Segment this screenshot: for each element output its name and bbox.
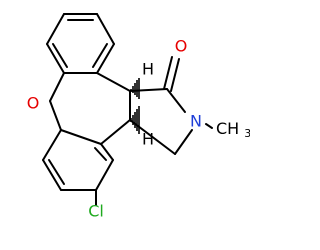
ring-nitrogen-label: N — [190, 112, 202, 131]
stereo-hash-bond-top — [130, 78, 140, 99]
methyl-main: CH — [216, 119, 239, 138]
bond — [49, 72, 65, 102]
bond — [166, 88, 186, 113]
methyl-label: CH 3 — [216, 119, 250, 140]
bond — [170, 58, 180, 92]
molecule-structure-diagram: O N CH 3 O Cl H H — [27, 13, 250, 221]
ether-oxygen-label: O — [27, 94, 40, 113]
methyl-subscript: 3 — [244, 127, 250, 140]
bond — [60, 129, 102, 145]
bond — [46, 43, 65, 74]
bond — [48, 159, 65, 185]
bond — [100, 119, 131, 145]
bond — [42, 159, 62, 191]
bond — [94, 147, 107, 161]
bond — [100, 143, 114, 161]
bond — [92, 43, 108, 68]
stereo-hash-bond-bottom — [130, 106, 140, 134]
carbonyl-oxygen-label: O — [175, 37, 188, 56]
bond — [163, 56, 173, 90]
stereo-h-top-label: H — [142, 60, 154, 79]
bond — [129, 88, 168, 92]
bond — [96, 43, 115, 74]
bond — [205, 123, 213, 129]
bond — [174, 129, 193, 155]
bond — [52, 43, 68, 68]
bond — [42, 129, 62, 161]
bond — [46, 13, 65, 45]
stereo-h-bottom-label: H — [142, 130, 154, 149]
bond — [96, 72, 131, 92]
bond — [49, 100, 62, 131]
bond — [96, 13, 115, 45]
bond-lines — [42, 13, 213, 206]
chlorine-label: Cl — [88, 202, 104, 221]
bond — [95, 159, 114, 191]
